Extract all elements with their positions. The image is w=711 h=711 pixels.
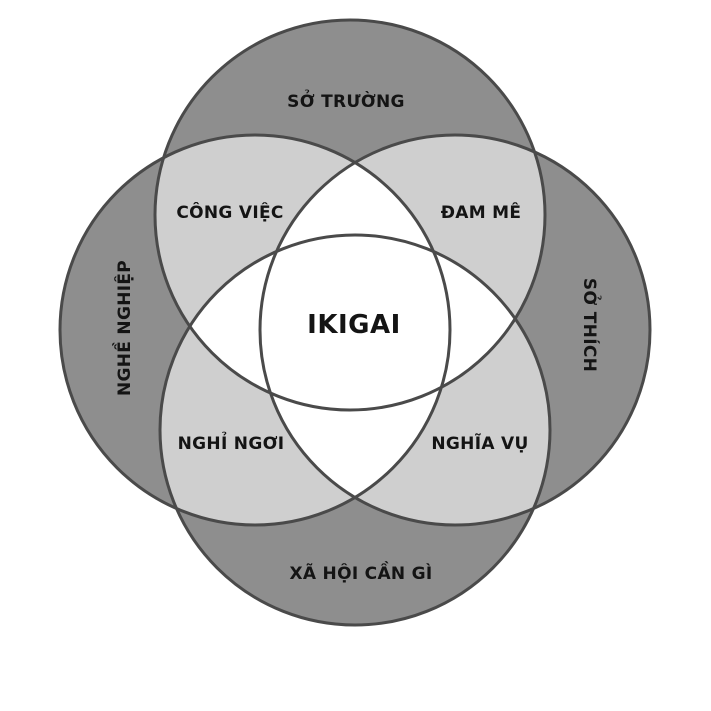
circle-bottom-outline xyxy=(158,233,552,627)
label-bottom-left: NGHỈ NGƠI xyxy=(178,431,285,454)
label-bottom: XÃ HỘI CẦN GÌ xyxy=(289,560,432,584)
circle-top-outline xyxy=(153,18,547,412)
circle-left-outline xyxy=(58,133,452,527)
label-top-right: ĐAM MÊ xyxy=(441,201,522,223)
label-center: IKIGAI xyxy=(307,310,401,340)
label-bottom-right: NGHĨA VỤ xyxy=(431,431,528,454)
labels: SỞ TRƯỜNG CÔNG VIỆC ĐAM MÊ IKIGAI NGHỈ N… xyxy=(111,88,603,584)
label-right: SỞ THÍCH xyxy=(579,278,603,372)
label-top: SỞ TRƯỜNG xyxy=(287,88,405,112)
circle-right-outline xyxy=(258,133,652,527)
circle-outlines xyxy=(58,18,652,627)
label-top-left: CÔNG VIỆC xyxy=(176,201,283,223)
label-left: NGHỀ NGHIỆP xyxy=(111,260,135,396)
